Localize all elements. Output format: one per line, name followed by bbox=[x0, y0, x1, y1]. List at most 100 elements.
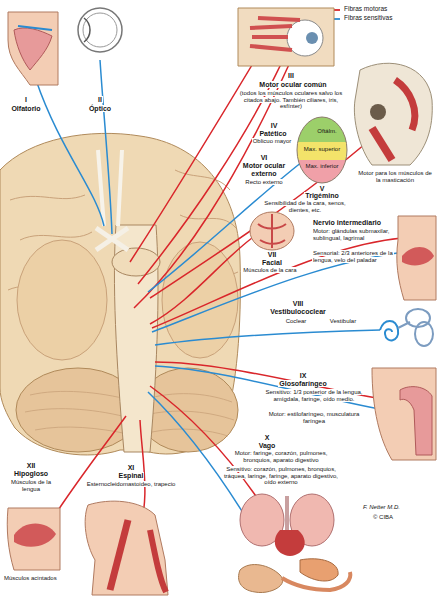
label-slot: Coclear bbox=[278, 318, 314, 325]
function-note: (todos los músculos oculares salvo los c… bbox=[239, 90, 343, 109]
mouth-illustration bbox=[397, 216, 436, 300]
function-note: Sensitivo: corazón, pulmones, bronquios,… bbox=[223, 466, 339, 485]
label-slot: Esternocleidomastoideo, trapecio bbox=[84, 481, 178, 488]
label-slot: VI bbox=[238, 154, 290, 162]
function-note: Sensorial: 2/3 anteriores de la lengua, … bbox=[312, 250, 394, 263]
function-note: Músculos de la lengua bbox=[10, 479, 52, 492]
label-slot: Max. inferior bbox=[302, 163, 342, 170]
nerve-number: V bbox=[319, 185, 326, 192]
label-slot: X bbox=[256, 434, 278, 442]
label-slot: Sensorial: 2/3 anteriores de la lengua, … bbox=[312, 250, 396, 263]
orbit-illustration bbox=[238, 8, 334, 66]
label-slot: Olfatorio bbox=[3, 105, 49, 113]
label-slot: F. Netter M.D. bbox=[362, 504, 428, 511]
skull-illustration bbox=[354, 63, 432, 165]
signature: F. Netter M.D. bbox=[362, 504, 401, 510]
label-slot: Sensibilidad de la cara, senos, dientes,… bbox=[256, 200, 354, 213]
label-slot: Músculos de la cara bbox=[238, 267, 302, 274]
inner-ear-illustration bbox=[380, 309, 433, 346]
label-slot: Oblicuo mayor bbox=[244, 138, 300, 145]
function-note: Sensibilidad de la cara, senos, dientes,… bbox=[263, 200, 346, 213]
viscera-illustration bbox=[239, 494, 351, 593]
label-slot: Nervio intermediario bbox=[312, 219, 396, 227]
label-slot: Trigémino bbox=[292, 192, 352, 200]
nerve-name: Motor ocular común bbox=[258, 81, 327, 88]
label-slot: Vestibular bbox=[322, 318, 364, 325]
function-note: Motor: glándulas submaxilar, sublingual,… bbox=[312, 228, 390, 241]
label-slot: II bbox=[90, 96, 110, 104]
nerve-name: Espinal bbox=[118, 472, 145, 479]
label-slot: Músculos acintados bbox=[3, 575, 59, 582]
label-slot: Patético bbox=[248, 130, 298, 138]
label-slot: Oftálm. bbox=[312, 128, 342, 135]
label-slot: Motor: faringe, corazón, pulmones, bronq… bbox=[222, 450, 340, 463]
nerve-lines bbox=[36, 55, 405, 545]
branch-label: Coclear bbox=[285, 318, 308, 324]
label-slot: IV bbox=[262, 122, 286, 130]
function-note: Motor para los músculos de la masticació… bbox=[357, 170, 433, 183]
nerve-number: VIII bbox=[292, 300, 305, 307]
function-note: Oblicuo mayor bbox=[252, 138, 293, 144]
label-slot: Óptico bbox=[76, 105, 124, 113]
label-slot: Músculos de la lengua bbox=[4, 479, 58, 492]
label-slot: III bbox=[280, 72, 302, 80]
function-note: Músculos de la cara bbox=[242, 267, 297, 273]
tongue-illustration bbox=[7, 508, 60, 570]
label-slot: VIII bbox=[286, 300, 310, 308]
branch-label: Vestibular bbox=[329, 318, 357, 324]
nerve-number: XII bbox=[26, 462, 37, 469]
nerve-number: VI bbox=[260, 154, 269, 161]
nerve-name: Óptico bbox=[88, 105, 112, 112]
region-label: Oftálm. bbox=[316, 128, 337, 134]
label-slot: IX bbox=[292, 372, 314, 380]
label-slot: © CIBA bbox=[372, 514, 418, 521]
label-slot: Sensitivo: corazón, pulmones, bronquios,… bbox=[222, 466, 340, 486]
nerve-number: VII bbox=[267, 251, 278, 258]
copyright-mark: © CIBA bbox=[372, 514, 394, 520]
function-note: Motor: estilofaríngeo, musculatura farín… bbox=[268, 411, 361, 424]
brain bbox=[0, 133, 240, 455]
label-slot: Glosofaríngeo bbox=[268, 380, 338, 388]
nerve-number: IV bbox=[270, 122, 279, 129]
label-slot: Espinal bbox=[106, 472, 156, 480]
throat-illustration bbox=[372, 368, 436, 460]
label-slot: Vago bbox=[248, 442, 286, 450]
label-slot: Motor: glándulas submaxilar, sublingual,… bbox=[312, 228, 396, 241]
nerve-name: Patético bbox=[258, 130, 287, 137]
nerve-name: Nervio intermediario bbox=[312, 219, 382, 226]
nerve-number: II bbox=[97, 96, 103, 103]
label-slot: Motor ocular común bbox=[238, 81, 348, 89]
nerve-name: Facial bbox=[261, 259, 283, 266]
label-slot: Motor para los músculos de la masticació… bbox=[356, 170, 434, 183]
label-slot: Motor ocular externo bbox=[236, 162, 292, 178]
label-slot: Fibras motoras bbox=[343, 5, 435, 12]
nerve-name: Motor ocular externo bbox=[242, 162, 286, 177]
nerve-name: Glosofaríngeo bbox=[278, 380, 327, 387]
trigeminal-head bbox=[296, 116, 350, 184]
function-note: Sensitivo: 1/3 posterior de la lengua, a… bbox=[264, 389, 363, 402]
function-note: Motor: faringe, corazón, pulmones, bronq… bbox=[234, 450, 329, 463]
nerve-number: I bbox=[24, 96, 28, 103]
nerve-name: Trigémino bbox=[304, 192, 339, 199]
face-illustration bbox=[250, 212, 294, 250]
label-slot: VII bbox=[260, 251, 284, 259]
label-slot: XI bbox=[120, 464, 142, 472]
legend-text: Fibras motoras bbox=[343, 5, 388, 12]
nerve-number: XI bbox=[127, 464, 136, 471]
nerve-name: Olfatorio bbox=[10, 105, 41, 112]
label-slot: Facial bbox=[252, 259, 292, 267]
function-note: Músculos acintados bbox=[3, 575, 58, 581]
nose-illustration bbox=[8, 12, 58, 85]
function-note: Recto externo bbox=[244, 179, 283, 185]
nerve-number: III bbox=[287, 72, 295, 79]
nerve-number: IX bbox=[299, 372, 308, 379]
label-slot: Vestibulococlear bbox=[262, 308, 334, 316]
label-slot: Max. superior bbox=[302, 146, 342, 153]
nerve-name: Hipogloso bbox=[13, 470, 49, 477]
neck-illustration bbox=[85, 501, 168, 595]
nerve-number: X bbox=[264, 434, 271, 441]
region-label: Max. superior bbox=[303, 146, 341, 152]
eye-illustration bbox=[78, 8, 122, 52]
label-slot: Sensitivo: 1/3 posterior de la lengua, a… bbox=[262, 389, 366, 402]
